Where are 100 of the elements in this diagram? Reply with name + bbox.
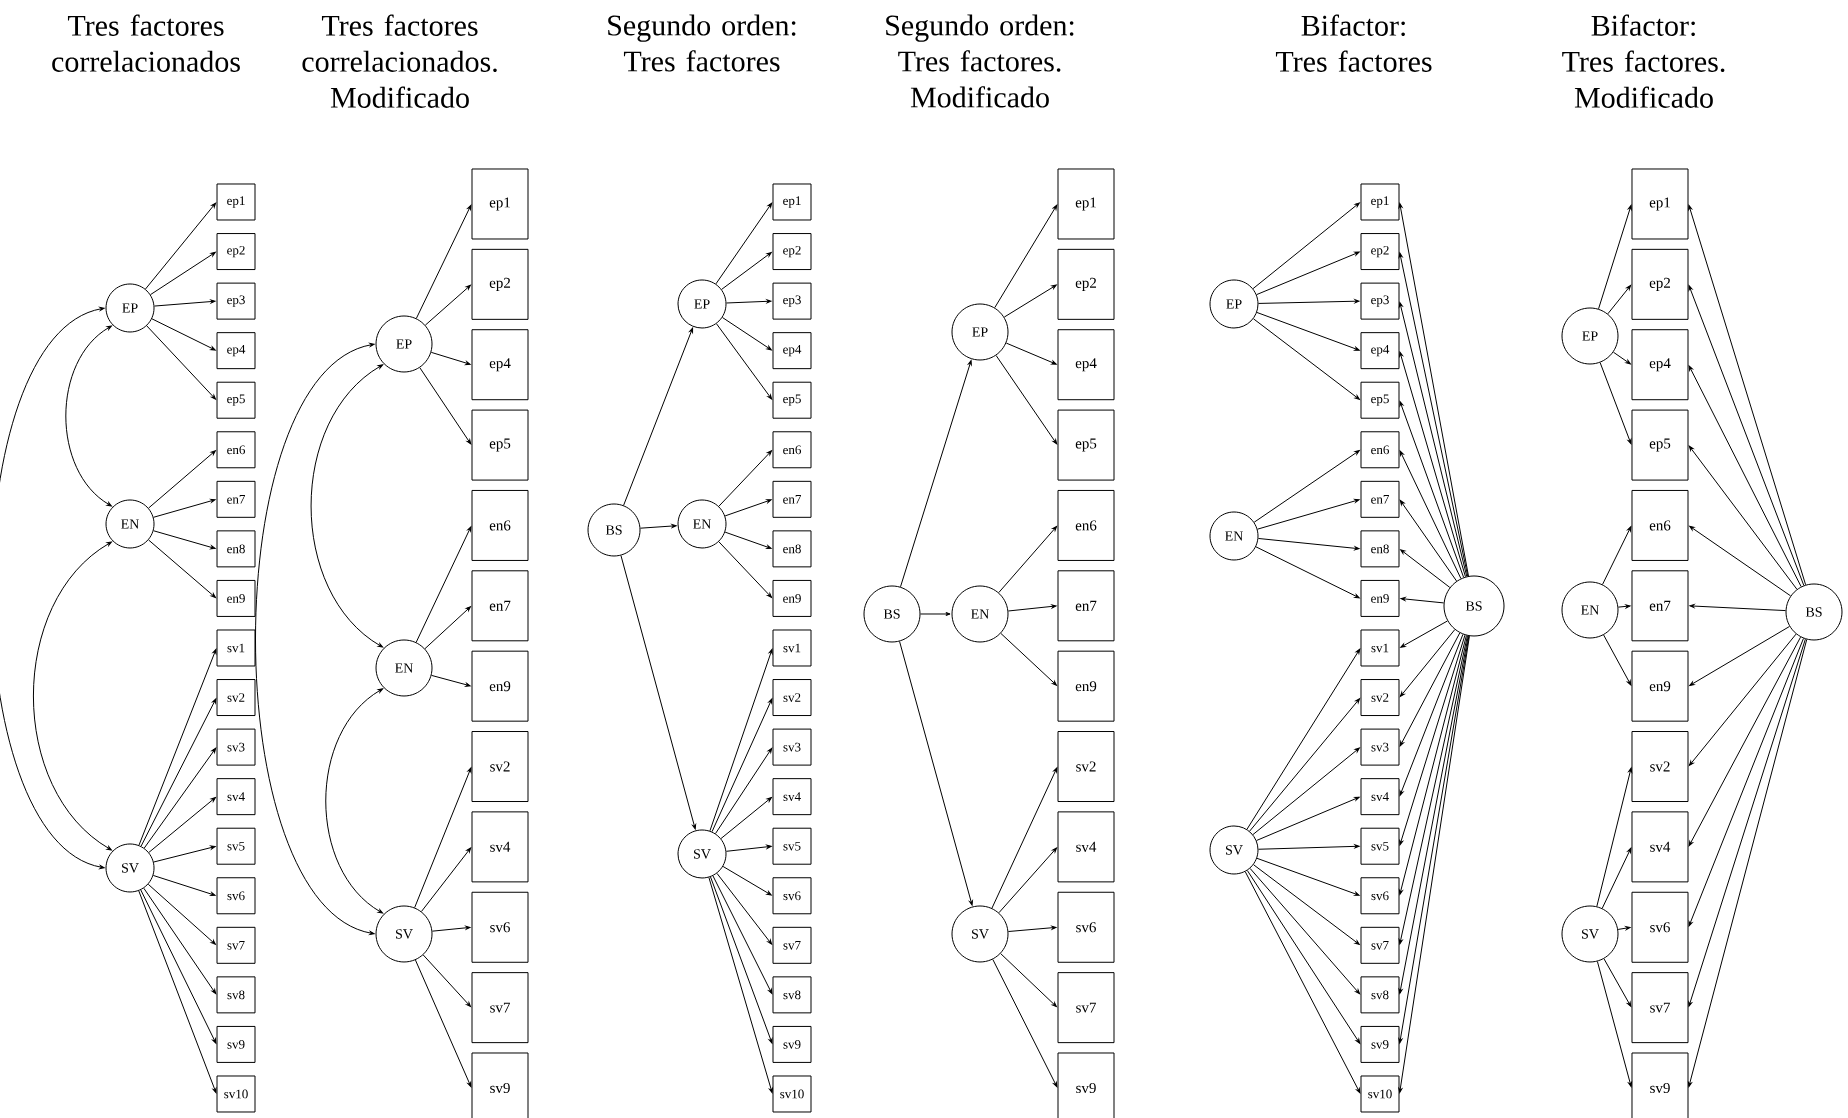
arrow xyxy=(1399,629,1456,697)
arrow xyxy=(620,555,697,830)
arrow xyxy=(1252,202,1360,290)
arrow xyxy=(724,499,772,517)
arrow xyxy=(1689,626,1790,686)
arrow xyxy=(153,845,216,863)
arrow xyxy=(32,541,112,851)
arrow xyxy=(1688,638,1806,1007)
arrow xyxy=(1257,498,1360,530)
arrow xyxy=(1689,525,1792,597)
arrow xyxy=(1617,926,1631,931)
arrow xyxy=(1255,546,1360,599)
arrow xyxy=(140,698,217,847)
arrow xyxy=(711,698,773,833)
arrow xyxy=(1612,351,1631,365)
arrow xyxy=(994,204,1058,309)
arrow xyxy=(1253,864,1360,945)
arrow xyxy=(721,317,772,351)
arrow xyxy=(1399,351,1466,578)
arrow xyxy=(430,351,471,366)
arrow xyxy=(721,251,772,290)
arrow xyxy=(415,204,472,319)
arrow xyxy=(431,925,471,932)
arrow xyxy=(424,284,471,326)
arrow xyxy=(1687,639,1808,1088)
arrow xyxy=(1256,311,1360,351)
arrow xyxy=(1399,401,1465,578)
arrow xyxy=(1688,204,1807,586)
arrow xyxy=(145,202,217,290)
arrow xyxy=(1244,871,1361,1094)
arrow xyxy=(1246,870,1361,1044)
arrow xyxy=(1399,450,1462,579)
arrow xyxy=(148,797,216,853)
arrow xyxy=(1602,526,1632,585)
arrow xyxy=(1400,549,1451,588)
arrow xyxy=(991,767,1058,909)
arrow xyxy=(920,612,951,616)
arrow xyxy=(310,364,384,648)
panel-title: Tres factores correlacionados xyxy=(52,14,240,72)
arrow xyxy=(1603,958,1632,1007)
arrow xyxy=(1003,284,1057,318)
arrow xyxy=(710,876,773,1044)
arrow xyxy=(1007,604,1057,612)
arrow xyxy=(1598,204,1632,310)
arrow xyxy=(1689,604,1787,612)
arrow xyxy=(1399,633,1464,796)
arrow xyxy=(150,251,216,296)
arrow xyxy=(712,875,773,995)
arrow xyxy=(1596,961,1633,1088)
arrow xyxy=(1256,796,1360,841)
arrow xyxy=(1688,365,1802,588)
arrow xyxy=(724,531,772,549)
arrow xyxy=(623,327,694,506)
arrow xyxy=(143,747,217,849)
panel-title: Bifactor: Tres factores. Modificado xyxy=(1562,14,1725,108)
arrow xyxy=(718,541,772,598)
arrow xyxy=(716,323,773,400)
arrow xyxy=(153,530,216,550)
arrow xyxy=(148,539,216,598)
arrow xyxy=(1601,847,1632,909)
arrow xyxy=(1688,445,1798,590)
arrow xyxy=(1000,632,1057,686)
arrow xyxy=(725,844,772,852)
arrow xyxy=(151,318,216,351)
arrow xyxy=(1005,342,1057,365)
arrow xyxy=(1399,632,1461,747)
arrow xyxy=(414,767,472,909)
arrow xyxy=(639,524,677,529)
arrow xyxy=(1400,597,1445,604)
arrow xyxy=(1398,635,1467,895)
arrow xyxy=(718,450,772,507)
arrow xyxy=(431,674,471,687)
arrow xyxy=(722,865,772,896)
arrow xyxy=(1688,636,1802,847)
arrow xyxy=(147,883,216,945)
arrow xyxy=(900,360,972,588)
arrow xyxy=(1399,634,1466,846)
arrow xyxy=(1249,698,1361,832)
arrow xyxy=(421,847,472,912)
arrow xyxy=(1256,857,1360,896)
arrow xyxy=(1599,362,1632,445)
arrow xyxy=(995,355,1058,445)
arrow xyxy=(255,342,375,935)
arrow xyxy=(1617,604,1631,609)
arrow xyxy=(715,747,773,835)
arrow xyxy=(415,526,472,643)
arrow xyxy=(716,872,773,945)
arrow xyxy=(998,526,1058,594)
arrow xyxy=(992,958,1058,1088)
arrow xyxy=(138,648,217,846)
panel-title: Tres factores correlacionados. Modificado xyxy=(302,14,497,108)
arrow xyxy=(708,877,773,1094)
arrow xyxy=(143,887,217,995)
arrow xyxy=(1400,620,1448,648)
arrow xyxy=(1256,251,1360,296)
arrow xyxy=(1596,767,1633,907)
arrow xyxy=(1253,450,1360,523)
arrow xyxy=(153,299,216,307)
arrow xyxy=(1252,747,1360,836)
arrow xyxy=(0,306,105,869)
